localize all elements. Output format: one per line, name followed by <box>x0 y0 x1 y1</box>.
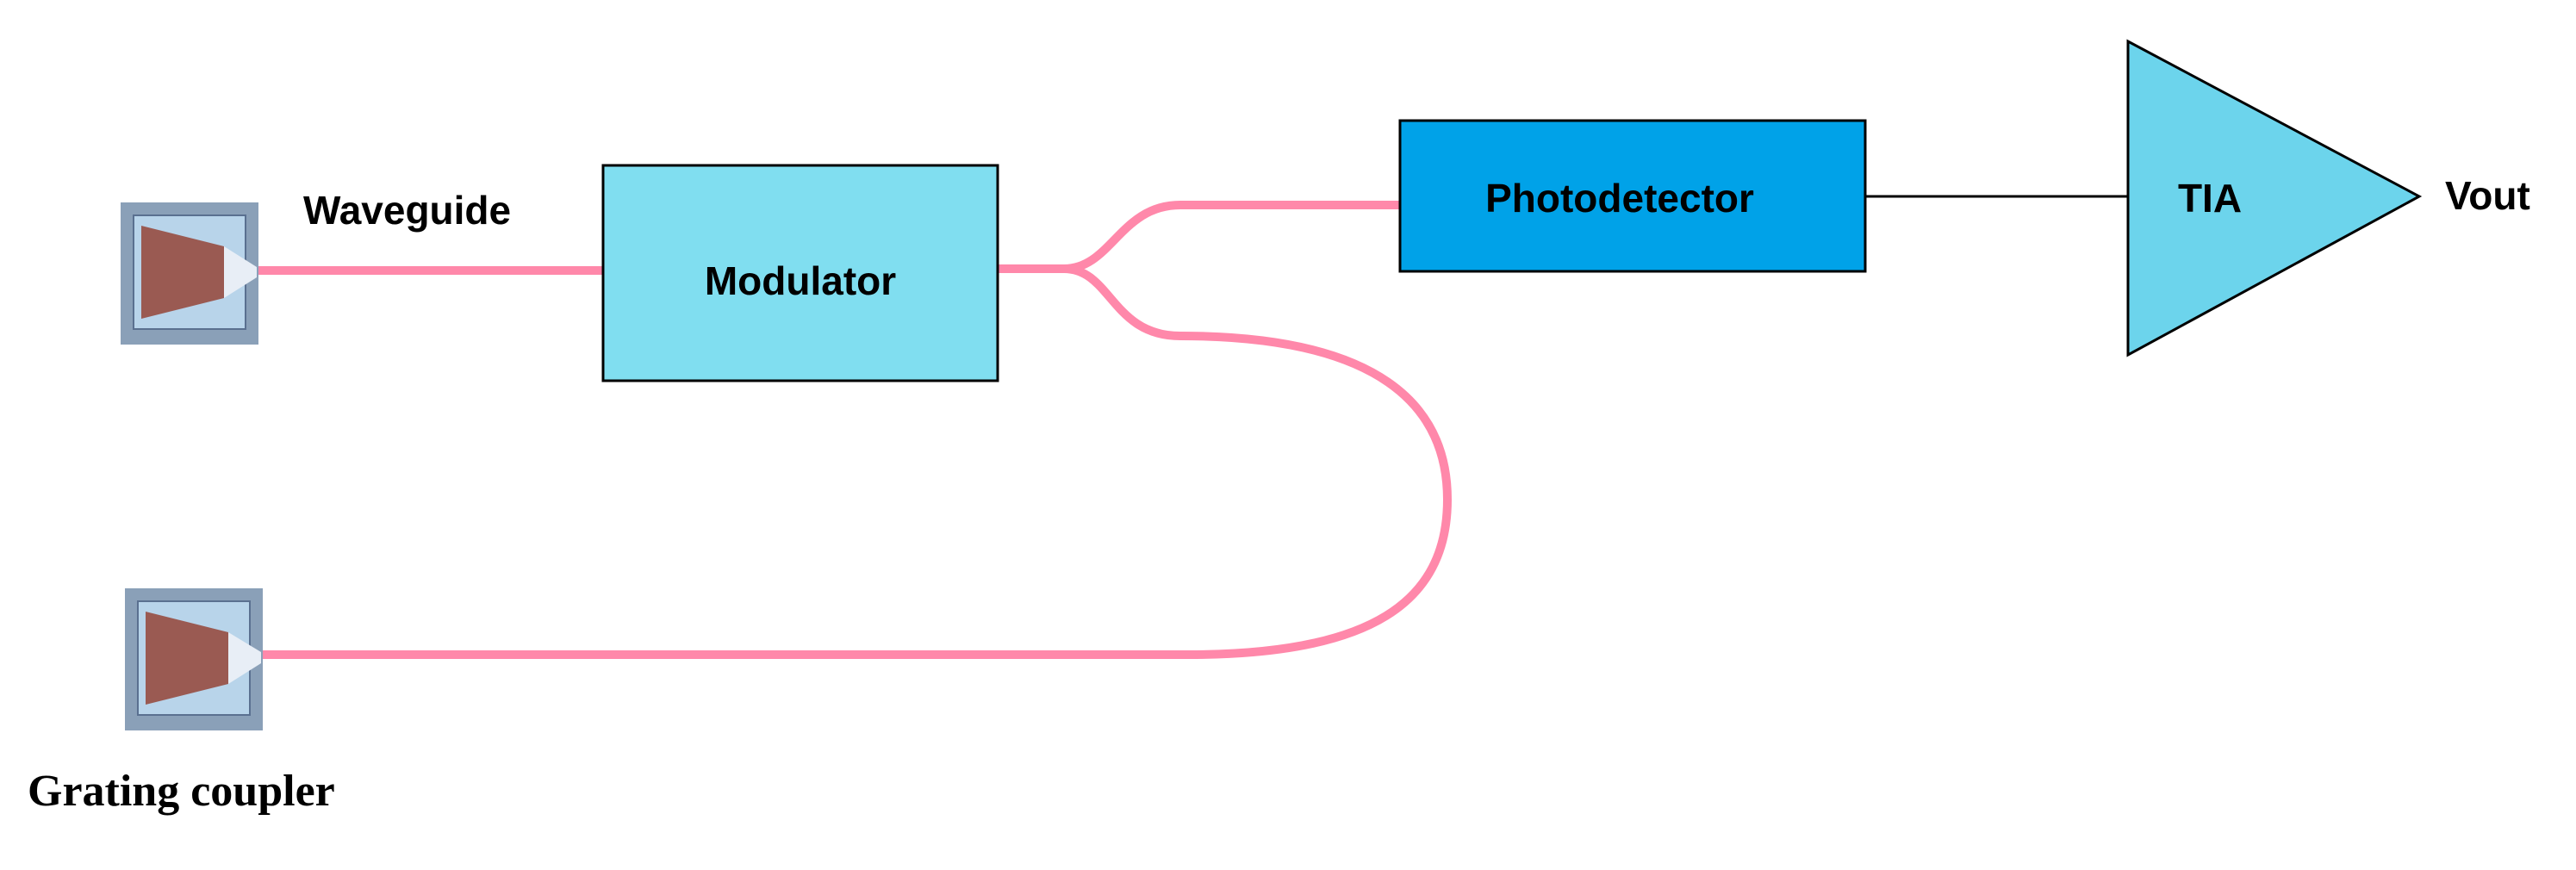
vout-label: Vout <box>2445 173 2530 218</box>
waveguide-splitter-upper <box>995 201 1404 273</box>
grating-coupler-top <box>121 202 258 345</box>
waveguides <box>246 201 1453 659</box>
waveguide-label: Waveguide <box>303 188 511 233</box>
modulator-block <box>601 164 999 382</box>
photodetector-label: Photodetector <box>1485 176 1754 221</box>
tia-amplifier <box>2126 39 2423 357</box>
tia-label: TIA <box>2178 176 2242 221</box>
modulator-label: Modulator <box>705 258 896 303</box>
grating-coupler-bottom <box>125 588 263 730</box>
photodetector-block <box>1398 119 1867 273</box>
waveguide-loop <box>254 264 1453 659</box>
grating-coupler-label: Grating coupler <box>28 767 335 816</box>
